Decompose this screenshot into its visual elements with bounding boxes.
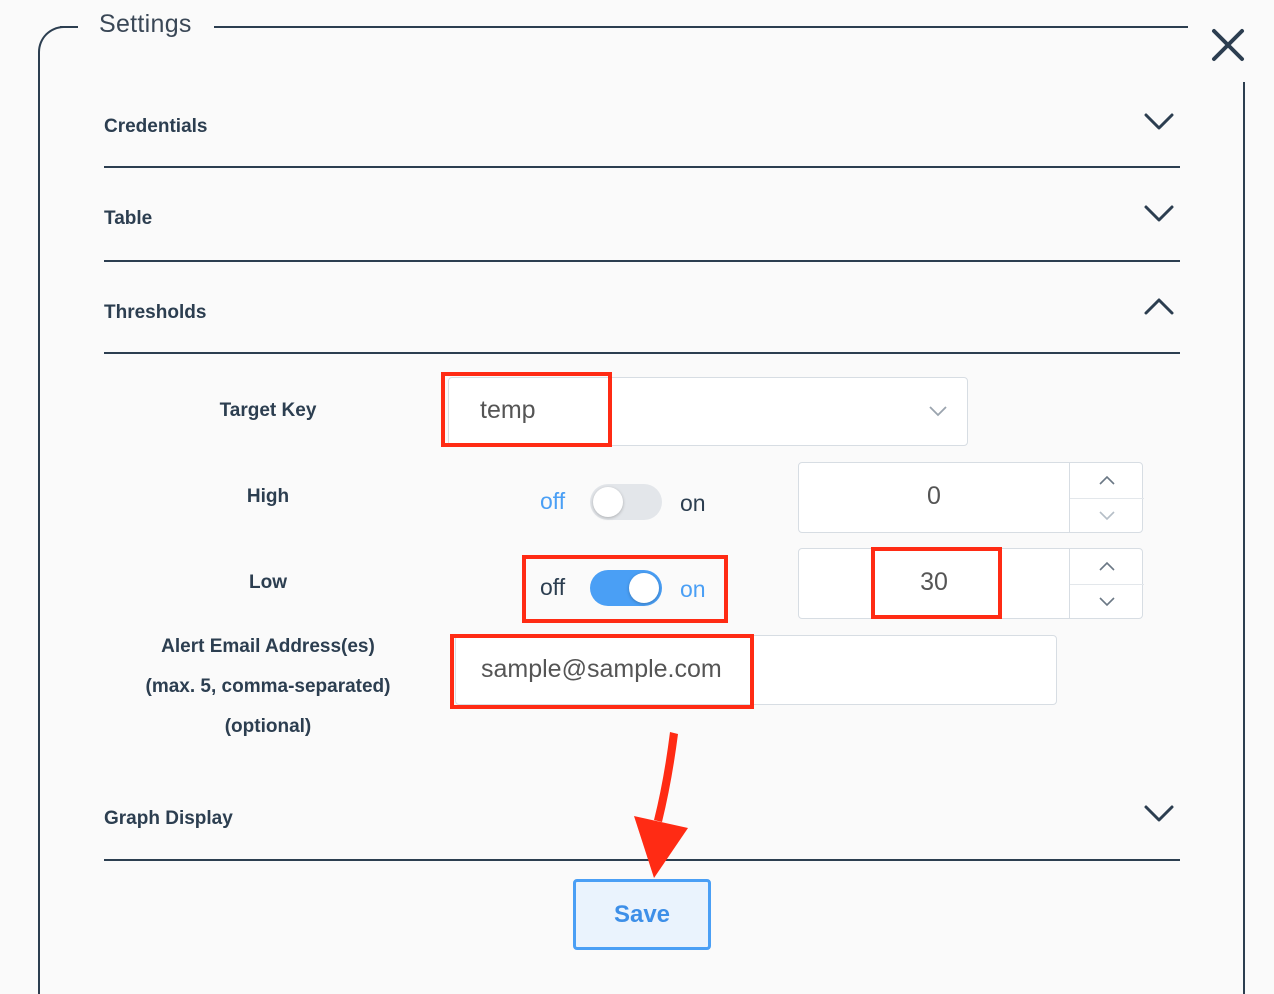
caret-up-icon [1099, 475, 1115, 485]
high-on-label: on [680, 490, 706, 516]
low-off-label: off [540, 574, 566, 600]
close-button[interactable] [1205, 22, 1251, 68]
high-decrement-button[interactable] [1070, 498, 1144, 533]
alert-email-label-line2: (max. 5, comma-separated) [145, 676, 391, 697]
high-value-input[interactable]: 0 [798, 462, 1144, 533]
section-credentials-title: Credentials [104, 116, 208, 137]
section-divider [104, 166, 1180, 168]
chevron-up-icon [1144, 298, 1174, 315]
toggle-knob [629, 573, 659, 603]
chevron-down-icon [929, 406, 947, 417]
settings-frame-top-left [60, 26, 78, 28]
section-divider [104, 859, 1180, 861]
section-graph-display-title: Graph Display [104, 808, 233, 829]
alert-email-input[interactable]: sample@sample.com [455, 635, 1057, 705]
caret-up-icon [1099, 561, 1115, 571]
section-table-title: Table [104, 208, 153, 229]
target-key-value: temp [480, 396, 536, 424]
high-value: 0 [927, 482, 941, 510]
high-off-label: off [540, 488, 566, 514]
alert-email-label-line1: Alert Email Address(es) [161, 636, 375, 657]
caret-down-icon [1099, 511, 1115, 521]
section-table[interactable]: Table [104, 190, 1180, 250]
target-key-label: Target Key [219, 400, 317, 421]
chevron-down-icon [1144, 113, 1174, 130]
section-credentials[interactable]: Credentials [104, 98, 1180, 158]
caret-down-icon [1099, 597, 1115, 607]
high-toggle[interactable] [590, 484, 662, 520]
section-graph-display[interactable]: Graph Display [104, 790, 1180, 850]
alert-email-label-line3: (optional) [224, 716, 312, 737]
high-label: High [246, 486, 290, 507]
low-toggle[interactable] [590, 570, 662, 606]
alert-email-value: sample@sample.com [481, 655, 722, 683]
low-increment-button[interactable] [1070, 549, 1144, 583]
low-on-label: on [680, 576, 706, 602]
settings-frame-top-right [214, 26, 1188, 28]
low-value-input[interactable]: 30 [798, 548, 1144, 619]
low-stepper [1069, 549, 1144, 618]
settings-frame-left [38, 60, 40, 994]
section-thresholds[interactable]: Thresholds [104, 284, 1180, 344]
section-thresholds-title: Thresholds [104, 302, 207, 323]
high-increment-button[interactable] [1070, 463, 1144, 497]
chevron-down-icon [1144, 805, 1174, 822]
chevron-down-icon [1144, 205, 1174, 222]
section-divider [104, 352, 1180, 354]
low-label: Low [249, 572, 287, 593]
close-icon [1212, 29, 1244, 61]
settings-frame-right [1243, 82, 1245, 994]
toggle-knob [593, 487, 623, 517]
annotation-arrow [634, 732, 688, 878]
settings-title: Settings [99, 10, 192, 38]
low-value: 30 [920, 568, 948, 596]
high-stepper [1069, 463, 1144, 532]
save-button[interactable]: Save [573, 879, 711, 950]
low-decrement-button[interactable] [1070, 584, 1144, 619]
save-button-label: Save [613, 901, 671, 928]
section-divider [104, 260, 1180, 262]
settings-frame-corner [38, 26, 78, 66]
target-key-select[interactable]: temp [448, 377, 968, 446]
